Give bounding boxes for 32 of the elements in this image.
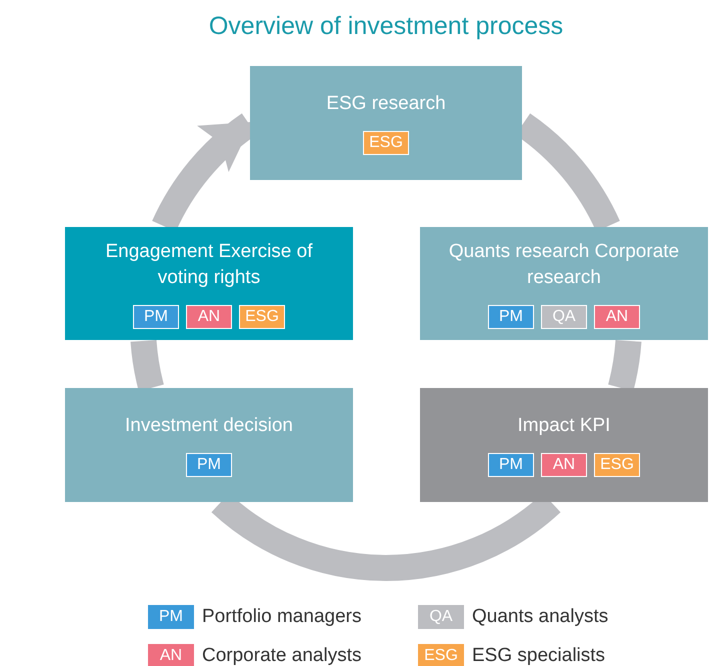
role-badge: ESG [594,453,640,477]
cycle-arc [608,340,642,391]
role-badge: ESG [239,304,285,328]
process-label: Investment decision [124,414,294,438]
role-badge: AN [186,304,232,328]
process-box [420,227,708,340]
process-box [65,388,353,502]
legend-swatch: PM [148,605,194,630]
diagram-title: Overview of investment process [208,11,564,42]
role-badge: QA [541,304,587,328]
legend-label: Corporate analysts [202,644,362,666]
role-badge: PM [488,453,534,477]
role-badge: PM [186,453,232,477]
process-label: Engagement Exercise of voting rights [104,240,314,290]
legend-swatch: AN [148,644,194,666]
legend-label: Portfolio managers [202,605,362,629]
role-badge: AN [541,453,587,477]
process-box [65,227,353,340]
process-label: Impact KPI [516,414,612,438]
legend-label: Quants analysts [472,605,608,629]
cycle-arc [130,340,164,391]
legend-label: ESG specialists [472,644,606,666]
role-badge: PM [133,304,179,328]
process-label: Quants research Corporate research [448,240,680,290]
role-badge: PM [488,304,534,328]
legend-swatch: ESG [418,644,464,666]
role-badge: AN [594,304,640,328]
role-badge: ESG [363,131,409,155]
process-box [420,388,708,502]
legend-swatch: QA [418,605,464,630]
process-box [250,66,522,180]
process-label: ESG research [325,92,447,116]
